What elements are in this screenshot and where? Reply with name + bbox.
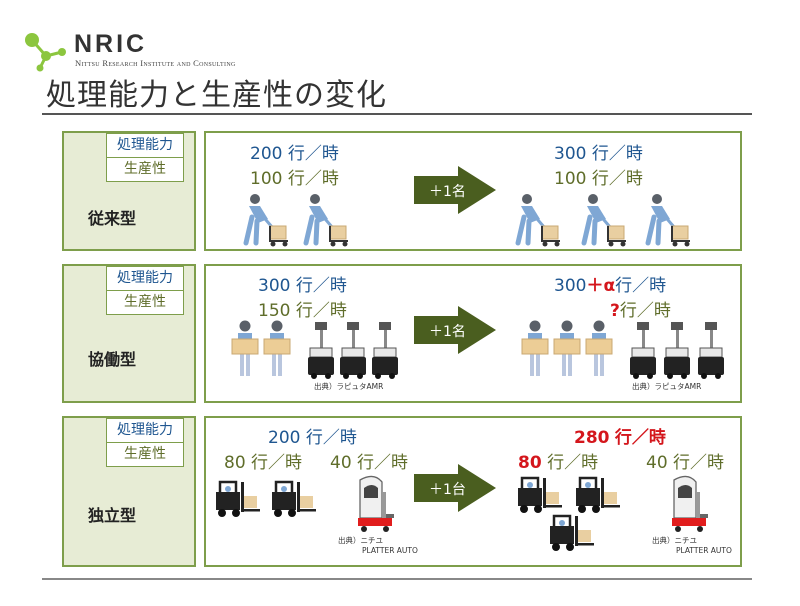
forklift-icon [212,478,262,518]
platter-auto-icon [666,474,710,534]
after-productivity: ?行／時 [610,301,671,321]
row-type-name: 協働型 [88,350,137,369]
worker-pushing-cart-icon [240,193,290,248]
amr-robot-icon [306,320,336,380]
before-productivity-platter: 40 行／時 [330,453,409,473]
source-caption: 出典）ラピュタAMR [314,382,384,391]
before-productivity: 150 行／時 [258,301,347,321]
worker-carrying-box-icon [552,320,582,380]
worker-carrying-box-icon [262,320,292,380]
after-productivity-forklift: 80 行／時 [518,453,599,473]
forklift-icon [514,474,564,514]
row-label-conventional: 処理能力 生産性 従来型 [62,131,196,251]
platter-auto-icon [352,474,396,534]
forklift-icon [268,478,318,518]
capacity-tag: 処理能力 [106,266,184,291]
row-content-collaborative: 300 行／時 150 行／時 ＋1名 300＋α行／時 ?行／時 出典）ラピュ… [204,264,742,403]
page-title: 処理能力と生産性の変化 [46,78,387,113]
forklift-icon [572,474,622,514]
after-capacity: 300 行／時 [554,144,643,164]
title-divider [42,113,752,115]
logo-wordmark: NRIC [74,30,148,58]
productivity-tag: 生産性 [106,290,184,315]
after-productivity-platter: 40 行／時 [646,453,725,473]
capacity-tag: 処理能力 [106,418,184,443]
row-type-name: 独立型 [88,506,137,525]
source-caption: 出典）ラピュタAMR [632,382,702,391]
worker-pushing-cart-icon [642,193,692,248]
change-label: ＋1台 [429,482,466,498]
before-productivity: 100 行／時 [250,169,339,189]
amr-robot-icon [662,320,692,380]
row-type-name: 従来型 [88,209,137,228]
amr-robot-icon [338,320,368,380]
worker-pushing-cart-icon [512,193,562,248]
row-label-collaborative: 処理能力 生産性 協働型 [62,264,196,403]
row-label-independent: 処理能力 生産性 独立型 [62,416,196,567]
row-content-independent: 200 行／時 80 行／時 40 行／時 ＋1台 280 行／時 80 行／時… [204,416,742,567]
after-capacity: 300＋α行／時 [554,276,667,296]
row-content-conventional: 200 行／時 100 行／時 ＋1名 300 行／時 100 行／時 [204,131,742,251]
change-label: ＋1名 [429,184,466,200]
worker-carrying-box-icon [584,320,614,380]
nric-molecule-logo-icon [25,33,66,72]
worker-carrying-box-icon [230,320,260,380]
before-capacity: 300 行／時 [258,276,347,296]
productivity-tag: 生産性 [106,442,184,467]
bottom-divider [42,578,752,580]
productivity-tag: 生産性 [106,157,184,182]
amr-robot-icon [628,320,658,380]
before-capacity: 200 行／時 [250,144,339,164]
change-label: ＋1名 [429,324,466,340]
before-productivity-forklift: 80 行／時 [224,453,303,473]
worker-pushing-cart-icon [578,193,628,248]
worker-pushing-cart-icon [300,193,350,248]
after-productivity: 100 行／時 [554,169,643,189]
amr-robot-icon [370,320,400,380]
logo-subtitle: Nittsu Research Institute and Consulting [75,58,236,68]
worker-carrying-box-icon [520,320,550,380]
before-capacity: 200 行／時 [268,428,357,448]
capacity-tag: 処理能力 [106,133,184,158]
after-capacity: 280 行／時 [574,428,666,448]
forklift-icon [546,512,596,552]
amr-robot-icon [696,320,726,380]
